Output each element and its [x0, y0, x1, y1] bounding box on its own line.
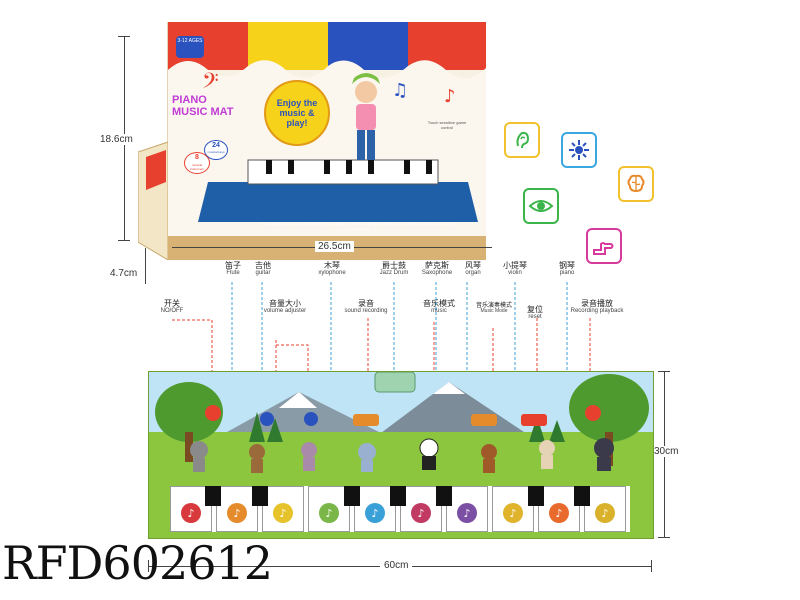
instruments-badge: 8 musical instrument	[184, 152, 210, 174]
dim-tick	[148, 560, 149, 572]
instruments-badge-number: 8	[195, 154, 199, 161]
piano-black-key[interactable]	[390, 486, 406, 506]
box-title-line2: MUSIC MAT	[172, 106, 234, 118]
box-blurb: This magical and fun toy is the perfect …	[261, 222, 455, 231]
piano-black-key[interactable]	[528, 486, 544, 506]
note-icon: ♪	[273, 503, 293, 523]
dim-tick	[658, 371, 670, 372]
note-icon: ♪	[549, 503, 569, 523]
touch-icon	[561, 132, 597, 168]
note-icon: ♪	[181, 503, 201, 523]
piano-key[interactable]: ♪	[538, 486, 580, 532]
box-title: PIANO MUSIC MAT	[172, 94, 234, 118]
eye-icon	[523, 188, 559, 224]
product-code: RFD602612	[2, 536, 273, 590]
note-icon: ♪	[457, 503, 477, 523]
slogan-text: Enjoy the music & play!	[276, 98, 318, 128]
piano-key[interactable]: ♪	[400, 486, 442, 532]
piano-key[interactable]: ♪	[446, 486, 488, 532]
product-box: 𝄢 ♫ ♪ 3-12 AGES PIANO MUSIC MAT Enjoy th…	[137, 21, 487, 261]
note-icon: ♪	[503, 503, 523, 523]
note-icon: ♪	[319, 503, 339, 523]
piano-key[interactable]: ♪	[262, 486, 304, 532]
instruments-badge-text: musical instrument	[189, 163, 204, 171]
brain-icon	[618, 166, 654, 202]
keys-badge-text: musical keys	[207, 150, 225, 154]
piano-black-key[interactable]	[205, 486, 221, 506]
age-badge: 3-12 AGES	[176, 36, 204, 58]
mat-width-label: 60cm	[380, 560, 413, 571]
note-icon: ♪	[595, 503, 615, 523]
hand-icon	[586, 228, 622, 264]
product-box-art: 𝄢 ♫ ♪	[137, 21, 487, 261]
piano-black-key[interactable]	[344, 486, 360, 506]
piano-key[interactable]: ♪	[584, 486, 626, 532]
keys-badge: 24 musical keys	[204, 140, 228, 160]
dim-tick	[118, 36, 130, 37]
side-note: Touch sensitive game control	[427, 120, 467, 130]
box-depth-dim-line	[145, 248, 146, 284]
note-icon: ♪	[411, 503, 431, 523]
dim-tick	[118, 240, 130, 241]
piano-key[interactable]: ♪	[308, 486, 350, 532]
ear-icon	[504, 122, 540, 158]
svg-text:𝄢: 𝄢	[202, 69, 219, 99]
dim-tick	[651, 560, 652, 572]
piano-key[interactable]: ♪	[354, 486, 396, 532]
piano-black-key[interactable]	[436, 486, 452, 506]
note-icon: ♪	[365, 503, 385, 523]
box-title-line1: PIANO	[172, 94, 207, 106]
svg-text:♪: ♪	[444, 86, 456, 107]
piano-key[interactable]: ♪	[216, 486, 258, 532]
note-icon: ♪	[227, 503, 247, 523]
box-height-label: 18.6cm	[100, 134, 133, 145]
piano-black-key[interactable]	[574, 486, 590, 506]
mat-height-label: 30cm	[654, 446, 679, 457]
box-width-label: 26.5cm	[315, 241, 354, 252]
box-depth-label: 4.7cm	[110, 268, 138, 279]
dim-tick	[658, 537, 670, 538]
piano-black-key[interactable]	[252, 486, 268, 506]
piano-key[interactable]: ♪	[492, 486, 534, 532]
slogan-bubble: Enjoy the music & play!	[264, 80, 330, 146]
keys-badge-number: 24	[212, 142, 220, 149]
svg-text:♫: ♫	[392, 80, 408, 101]
